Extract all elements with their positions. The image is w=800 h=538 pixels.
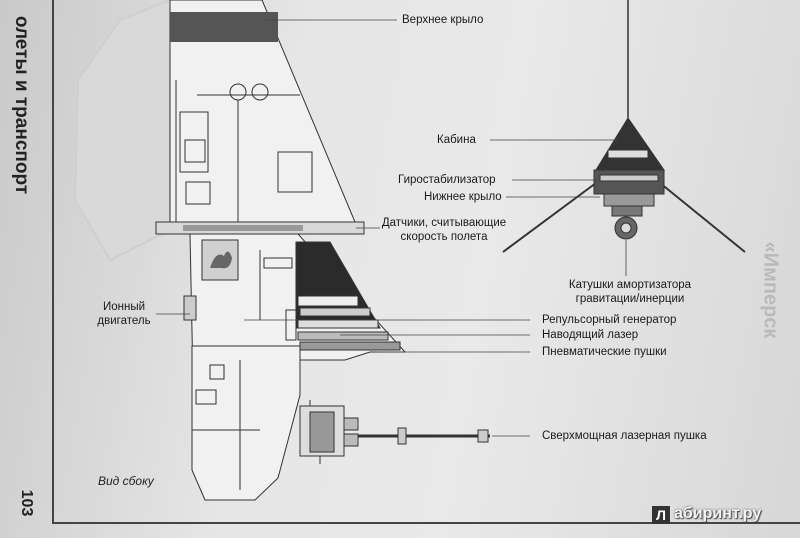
label-gravity-coils: Катушки амортизатора гравитации/инерции: [568, 279, 692, 305]
label-super-laser: Сверхмощная лазерная пушка: [542, 430, 707, 442]
page-frame: [52, 0, 800, 524]
watermark-text: абиринт.ру: [674, 505, 762, 522]
watermark-logo: Л: [652, 506, 670, 524]
watermark: Л абиринт.ру: [652, 505, 792, 527]
label-speed-sensors: Датчики, считывающие скорость полета: [381, 217, 507, 243]
background-shape: [73, 0, 171, 262]
label-gyrostabilizer: Гиростабилизатор: [398, 174, 496, 186]
label-lower-wing: Нижнее крыло: [424, 191, 502, 203]
label-repulsor: Репульсорный генератор: [542, 314, 677, 326]
upper-wing-stripe: [170, 12, 278, 42]
label-ion-engine: Ионный двигатель: [97, 301, 151, 327]
label-cockpit: Кабина: [437, 134, 476, 146]
front-view-drawing: [502, 0, 746, 253]
leader-lines: [156, 19, 627, 437]
side-view-drawing: [155, 0, 490, 501]
label-pneumatic-guns: Пневматические пушки: [542, 346, 667, 358]
figure-caption: Вид сбоку: [98, 474, 154, 488]
label-targeting-laser: Наводящий лазер: [542, 329, 639, 341]
label-upper-wing: Верхнее крыло: [402, 14, 484, 26]
ion-engine-shape: [183, 295, 197, 321]
front-cockpit: [595, 117, 665, 171]
lower-wing-shape: [191, 345, 301, 501]
